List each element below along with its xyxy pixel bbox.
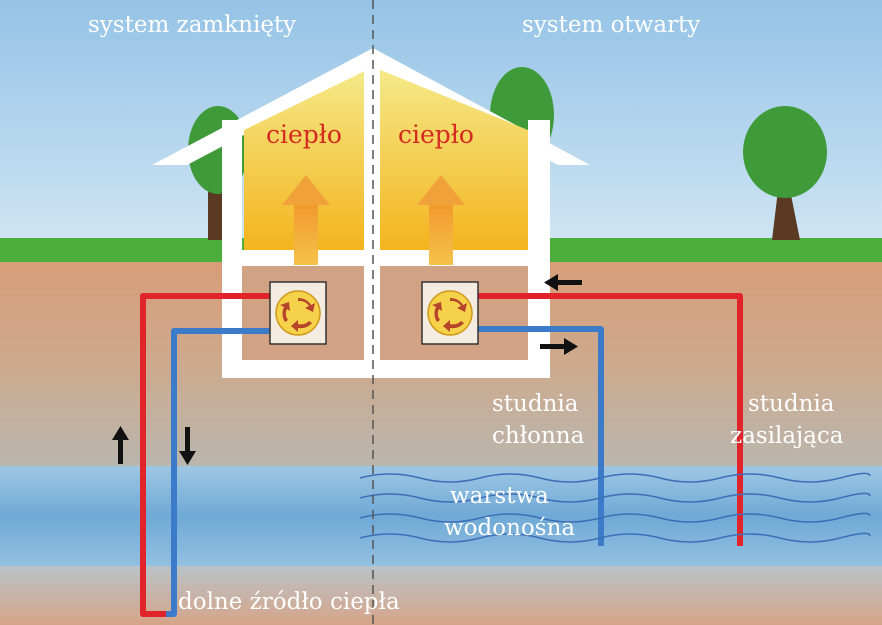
absorbing-well-label-line1: studnia [492,391,579,417]
aquifer-label-line2: wodonośna [444,515,575,541]
heat-arrow-left [282,175,330,265]
aquifer-waves [359,472,871,543]
aquifer-layer [0,466,882,566]
tree-right [743,106,827,240]
heat-pump-left [269,281,327,345]
closed-loop-cold-pipe [166,328,270,617]
open-system-label: system otwarty [522,12,700,38]
supply-well-label-line2: zasilająca [730,423,844,449]
heat-label-left: ciepło [266,120,342,149]
circular-arrows-icon [280,297,315,332]
aquifer-label-line1: warstwa [450,483,549,509]
closed-loop-hot-pipe [140,293,270,617]
lower-heat-source-label: dolne źródło ciepła [178,589,400,615]
flow-arrow-down [179,427,196,465]
heat-arrow-right [417,175,465,265]
circular-arrows-icon [432,297,467,332]
deep-soil-layer [0,566,882,625]
supply-well-pipe [478,293,743,546]
heat-pump-right [421,281,479,345]
closed-system-label: system zamknięty [88,12,296,38]
flow-arrow-right-pointing [540,338,578,355]
flow-arrow-up [112,426,129,464]
absorbing-well-pipe [478,326,604,546]
flow-arrow-left-pointing [544,274,582,291]
supply-well-label-line1: studnia [748,391,835,417]
absorbing-well-label-line2: chłonna [492,423,585,449]
heat-label-right: ciepło [398,120,474,149]
